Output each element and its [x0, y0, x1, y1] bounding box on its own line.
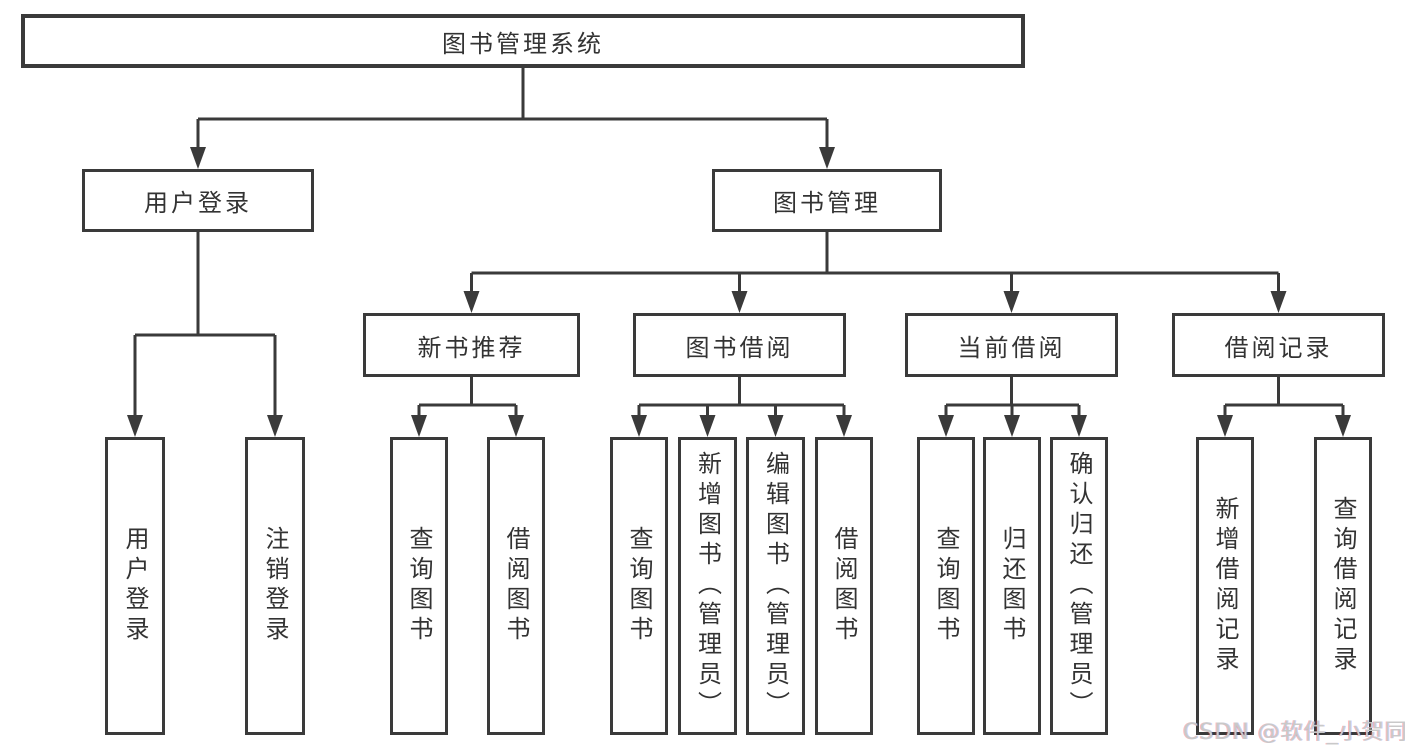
node-borrow-records: 借阅记录: [1172, 313, 1385, 377]
leaf-add-borrow-record: 新增借阅记录: [1196, 437, 1254, 735]
leaf-query-borrow-record-label: 查询借阅记录: [1329, 496, 1357, 676]
leaf-borrow-books-label: 借阅图书: [830, 526, 858, 646]
node-new-book-recommend: 新书推荐: [363, 313, 580, 377]
leaf-user-login: 用户登录: [105, 437, 165, 735]
leaf-logout-login-label: 注销登录: [261, 526, 289, 646]
csdn-watermark: CSDN @软件_小贺同学: [1183, 720, 1405, 745]
leaf-return-book: 归还图书: [983, 437, 1041, 735]
node-book-borrow: 图书借阅: [633, 313, 846, 377]
leaf-edit-book-admin-label: 编辑图书（管理员）: [761, 451, 790, 721]
leaf-return-book-label: 归还图书: [998, 526, 1026, 646]
node-root-label: 图书管理系统: [442, 29, 604, 58]
leaf-add-book-admin-label: 新增图书（管理员）: [693, 451, 722, 721]
node-user-login-branch: 用户登录: [82, 169, 314, 232]
node-new-book-recommend-label: 新书推荐: [417, 333, 526, 362]
leaf-add-book-admin: 新增图书（管理员）: [678, 437, 737, 735]
node-current-borrow: 当前借阅: [905, 313, 1118, 377]
leaf-borrow-books-recommend: 借阅图书: [487, 437, 545, 735]
node-user-login-branch-label: 用户登录: [144, 189, 252, 217]
leaf-query-books-current-label: 查询图书: [932, 526, 960, 646]
leaf-confirm-return-admin-label: 确认归还（管理员）: [1065, 451, 1093, 721]
node-book-management-branch-label: 图书管理: [773, 189, 881, 217]
leaf-borrow-books: 借阅图书: [815, 437, 873, 735]
leaf-query-borrow-record: 查询借阅记录: [1314, 437, 1372, 735]
leaf-query-books-borrow-label: 查询图书: [625, 526, 653, 646]
leaf-add-borrow-record-label: 新增借阅记录: [1211, 496, 1239, 676]
leaf-borrow-books-recommend-label: 借阅图书: [502, 526, 530, 646]
leaf-confirm-return-admin: 确认归还（管理员）: [1050, 437, 1108, 735]
node-book-borrow-label: 图书借阅: [685, 333, 794, 362]
leaf-user-login-label: 用户登录: [121, 526, 149, 646]
node-book-management-branch: 图书管理: [712, 169, 942, 232]
leaf-edit-book-admin: 编辑图书（管理员）: [746, 437, 805, 735]
node-borrow-records-label: 借阅记录: [1224, 333, 1333, 362]
leaf-query-books-recommend: 查询图书: [390, 437, 448, 735]
node-current-borrow-label: 当前借阅: [957, 333, 1066, 362]
leaf-logout-login: 注销登录: [245, 437, 305, 735]
node-root: 图书管理系统: [21, 14, 1025, 68]
leaf-query-books-borrow: 查询图书: [610, 437, 668, 735]
leaf-query-books-recommend-label: 查询图书: [405, 526, 433, 646]
leaf-query-books-current: 查询图书: [917, 437, 975, 735]
